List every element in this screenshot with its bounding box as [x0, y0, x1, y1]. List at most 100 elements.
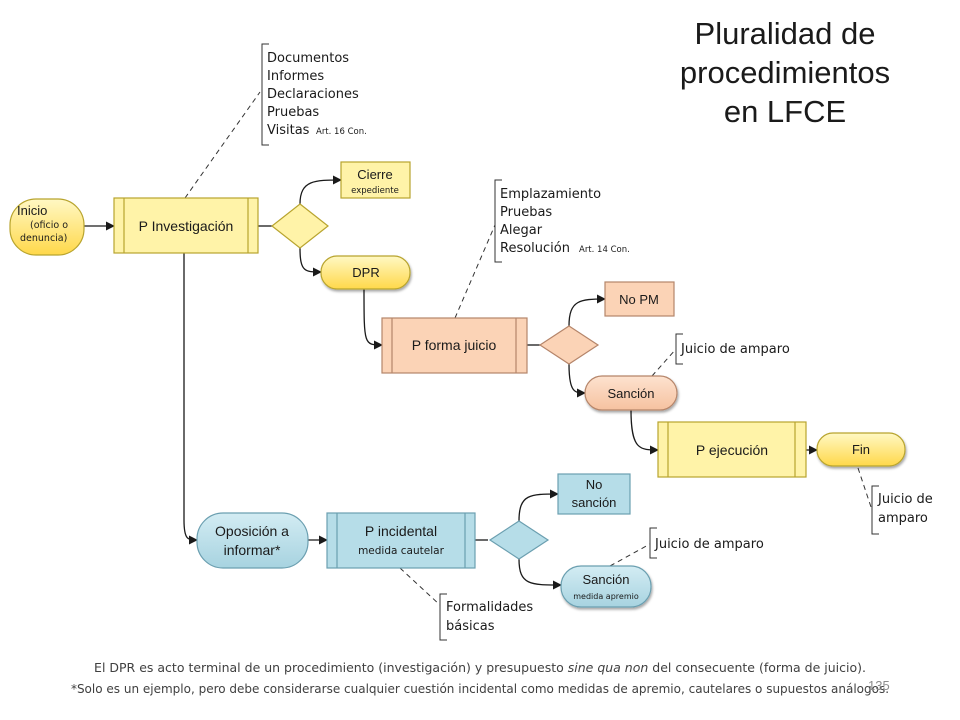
- node-dpr: DPR: [320, 255, 411, 290]
- no-sancion-label-1: No: [586, 477, 603, 492]
- p-incidental-shape: [326, 512, 476, 569]
- connector-decision-dpr: [299, 247, 322, 277]
- node-no-sancion: No sanción: [557, 473, 631, 515]
- oposicion-shape: [196, 512, 309, 569]
- inicio-shape: [9, 198, 85, 256]
- cierre-sub: expediente: [351, 186, 399, 196]
- oposicion-label-2: informar*: [224, 542, 281, 558]
- inicio-sub-2: denuncia): [20, 233, 67, 244]
- fin-label: Fin: [852, 442, 870, 457]
- connector-decision-sancion2: [518, 558, 562, 590]
- footnote-2: *Solo es un ejemplo, pero debe considera…: [40, 682, 920, 696]
- no-sancion-label-2: sanción: [572, 495, 617, 510]
- dash-formajuicio: [454, 224, 496, 319]
- annotation-links: [184, 91, 873, 606]
- node-no-pm: No PM: [604, 281, 675, 317]
- p-investigacion-label: P Investigación: [139, 218, 234, 234]
- connector-investigacion-oposicion: [183, 253, 198, 545]
- footnote-1-after: del consecuente (forma de juicio).: [648, 660, 866, 675]
- p-incidental-label: P incidental: [365, 523, 437, 539]
- bracket-amparo-fin: [871, 485, 879, 535]
- node-inicio: Inicio (oficio o denuncia): [9, 198, 85, 256]
- node-cierre: Cierre expediente: [340, 161, 411, 199]
- footnote-2-text: *Solo es un ejemplo, pero debe considera…: [70, 682, 890, 696]
- annot-inv-item-4: Pruebas: [267, 105, 319, 120]
- annot-incidental-2: básicas: [446, 619, 495, 634]
- connector-decision-sancion: [568, 363, 586, 398]
- annot-inv-item-1: Documentos: [267, 51, 349, 66]
- sancion-2-shape: [560, 565, 652, 608]
- cierre-shape: [340, 161, 411, 199]
- annot-inv-item-2: Informes: [267, 69, 324, 84]
- sancion-1-label: Sanción: [608, 386, 655, 401]
- dash-amparo-1: [651, 348, 677, 377]
- p-incidental-sub: medida cautelar: [358, 545, 444, 557]
- decision-investigacion: [271, 203, 329, 249]
- title-line-3: en LFCE: [723, 94, 847, 129]
- oposicion-label-1: Oposición a: [215, 523, 289, 539]
- annot-amparo-fin-1: Juicio de: [877, 492, 933, 507]
- p-forma-juicio-label: P forma juicio: [412, 337, 497, 353]
- decision-forma-juicio: [538, 325, 600, 365]
- dash-incidental: [399, 567, 441, 606]
- bracket-forma-juicio: [494, 179, 502, 263]
- node-oposicion: Oposición a informar*: [196, 512, 309, 569]
- bracket-amparo-2: [649, 527, 657, 559]
- dpr-shape: [320, 255, 411, 290]
- annotation-amparo-fin: Juicio de amparo: [871, 485, 933, 535]
- cierre-label: Cierre: [357, 167, 392, 182]
- annot-fj-ref: Art. 14 Con.: [579, 245, 630, 255]
- connector-decision-nosancion: [518, 489, 559, 522]
- sancion-2-label: Sanción: [583, 572, 630, 587]
- footnote-1: El DPR es acto terminal de un procedimie…: [40, 660, 920, 675]
- annotation-amparo-1: Juicio de amparo: [675, 333, 790, 365]
- title-line-2: procedimientos: [679, 55, 891, 90]
- p-ejecucion-label: P ejecución: [696, 442, 768, 458]
- annot-fj-item-4: Resolución: [500, 241, 570, 256]
- decision-incidental: [488, 520, 550, 560]
- bracket-incidental: [439, 593, 447, 641]
- annotation-investigacion: Documentos Informes Declaraciones Prueba…: [261, 43, 367, 146]
- annotation-amparo-2: Juicio de amparo: [649, 527, 764, 559]
- connectors: [84, 175, 818, 590]
- dash-amparo-fin: [857, 467, 873, 511]
- annotation-incidental: Formalidades básicas: [439, 593, 533, 641]
- dpr-label: DPR: [352, 265, 379, 280]
- connector-sancion-ejecucion: [630, 409, 659, 455]
- node-p-forma-juicio: P forma juicio: [381, 317, 528, 374]
- annot-amparo-2-text: Juicio de amparo: [654, 537, 764, 552]
- no-pm-shape: [604, 281, 675, 317]
- footnote-1-italic: sine qua non: [567, 660, 649, 675]
- bracket-investigacion: [261, 43, 269, 146]
- inicio-sub-1: (oficio o: [30, 220, 68, 231]
- p-ejecucion-shape: [657, 421, 807, 478]
- annot-inv-ref: Art. 16 Con.: [316, 127, 367, 137]
- annotation-forma-juicio: Emplazamiento Pruebas Alegar Resolución …: [494, 179, 630, 263]
- inicio-label: Inicio: [17, 203, 47, 218]
- node-p-investigacion: P Investigación: [113, 197, 259, 254]
- node-sancion-1: Sanción: [584, 375, 678, 411]
- node-sancion-2: Sanción medida apremio: [560, 565, 652, 608]
- dash-investigacion: [184, 91, 261, 199]
- connector-decision-nopm: [568, 294, 606, 327]
- no-pm-label: No PM: [619, 292, 659, 307]
- node-p-ejecucion: P ejecución: [657, 421, 807, 478]
- dash-amparo-2: [609, 543, 651, 567]
- fin-shape: [816, 432, 906, 467]
- footnote-1-before: El DPR es acto terminal de un procedimie…: [94, 660, 568, 675]
- node-p-incidental: P incidental medida cautelar: [326, 512, 476, 569]
- connector-decision-cierre: [299, 175, 342, 205]
- page-title: Pluralidad de procedimientos en LFCE: [640, 14, 930, 131]
- node-fin: Fin: [816, 432, 906, 467]
- no-sancion-shape: [557, 473, 631, 515]
- annot-inv-item-5: Visitas: [267, 123, 310, 138]
- p-investigacion-shape: [113, 197, 259, 254]
- annot-amparo-1-text: Juicio de amparo: [680, 342, 790, 357]
- title-line-1: Pluralidad de: [694, 16, 876, 51]
- page-number: 135: [868, 678, 890, 693]
- annot-fj-item-3: Alegar: [500, 223, 543, 238]
- p-forma-juicio-shape: [381, 317, 528, 374]
- connector-dpr-formajuicio: [363, 288, 383, 350]
- annot-fj-item-2: Pruebas: [500, 205, 552, 220]
